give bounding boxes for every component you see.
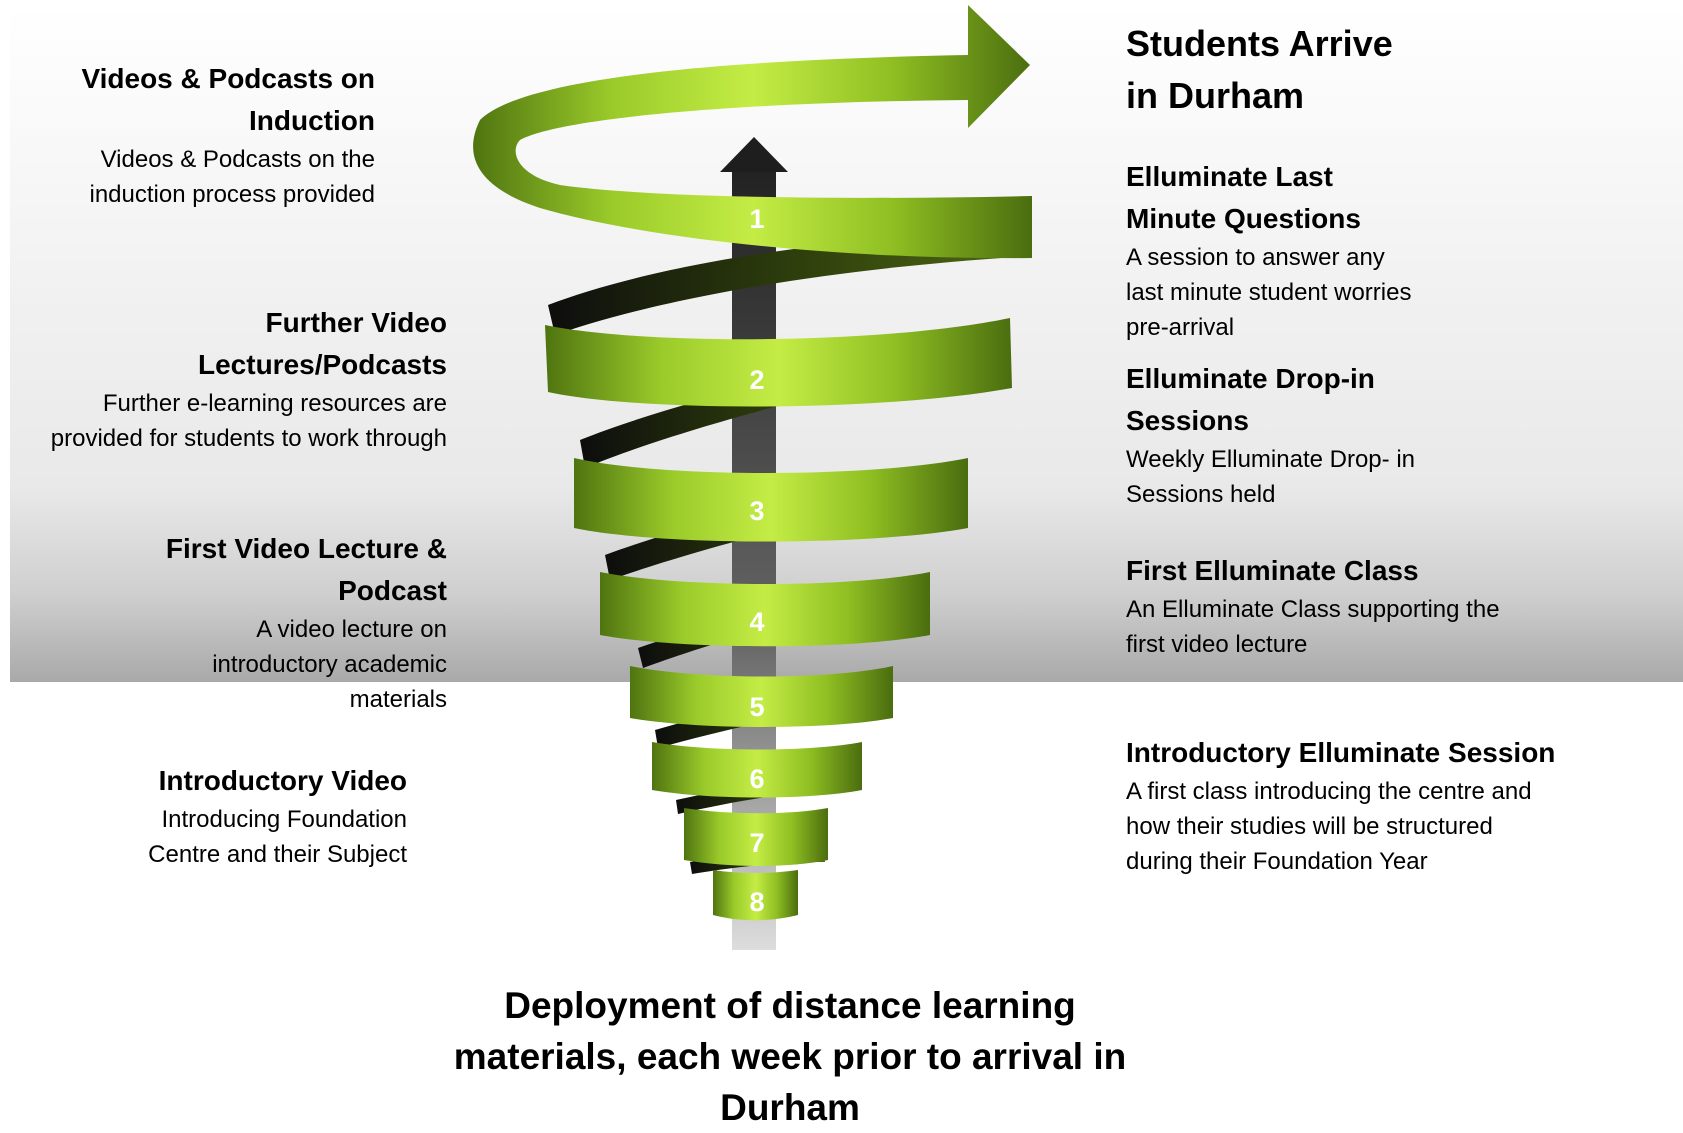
top-arrow-ribbon	[473, 5, 1032, 259]
right-label-drop-in-title: Elluminate Drop-in Sessions	[1126, 363, 1375, 436]
center-arrowhead	[720, 137, 788, 172]
step-number-1: 1	[749, 204, 764, 234]
left-label-first-lecture-title: First Video Lecture & Podcast	[165, 533, 447, 606]
step-number-4: 4	[749, 607, 764, 637]
left-label-intro-video-title: Introductory Video	[158, 765, 407, 796]
left-label-further-lectures: Further Video Lectures/Podcasts Further …	[47, 302, 447, 456]
left-label-first-lecture-desc: A video lecture on introductory academic…	[212, 616, 447, 713]
right-label-last-minute-desc: A session to answer any last minute stud…	[1126, 244, 1412, 341]
step-number-8: 8	[749, 887, 764, 917]
right-label-first-class-title: First Elluminate Class	[1126, 555, 1419, 586]
right-label-intro-session-title: Introductory Elluminate Session	[1126, 737, 1556, 768]
right-label-students-arrive-title: Students Arrive in Durham	[1126, 23, 1393, 116]
left-label-intro-video: Introductory Video Introducing Foundatio…	[87, 760, 407, 872]
left-label-further-lectures-title: Further Video Lectures/Podcasts	[198, 307, 447, 380]
right-label-drop-in-desc: Weekly Elluminate Drop- in Sessions held	[1126, 446, 1415, 508]
step-number-5: 5	[749, 692, 764, 722]
step-number-3: 3	[749, 496, 764, 526]
left-label-induction-title: Videos & Podcasts on Induction	[81, 63, 375, 136]
step-number-6: 6	[749, 764, 764, 794]
left-label-intro-video-desc: Introducing Foundation Centre and their …	[148, 806, 407, 868]
right-label-drop-in: Elluminate Drop-in Sessions Weekly Ellum…	[1126, 358, 1426, 512]
right-label-first-class: First Elluminate Class An Elluminate Cla…	[1126, 550, 1526, 662]
left-label-induction: Videos & Podcasts on Induction Videos & …	[75, 58, 375, 212]
right-label-last-minute-title: Elluminate Last Minute Questions	[1126, 161, 1361, 234]
right-label-students-arrive: Students Arrive in Durham	[1126, 18, 1426, 122]
left-label-first-lecture: First Video Lecture & Podcast A video le…	[127, 528, 447, 717]
right-label-intro-session: Introductory Elluminate Session A first …	[1126, 732, 1556, 879]
diagram-caption: Deployment of distance learning material…	[453, 985, 1127, 1128]
spiral-front-bands	[545, 318, 1012, 921]
step-number-7: 7	[749, 828, 764, 858]
right-label-last-minute: Elluminate Last Minute Questions A sessi…	[1126, 156, 1426, 345]
right-label-intro-session-desc: A first class introducing the centre and…	[1126, 778, 1532, 875]
left-label-further-lectures-desc: Further e-learning resources are provide…	[50, 390, 447, 452]
left-label-induction-desc: Videos & Podcasts on the induction proce…	[89, 146, 375, 208]
step-number-2: 2	[749, 365, 764, 395]
right-label-first-class-desc: An Elluminate Class supporting the first…	[1126, 596, 1500, 658]
